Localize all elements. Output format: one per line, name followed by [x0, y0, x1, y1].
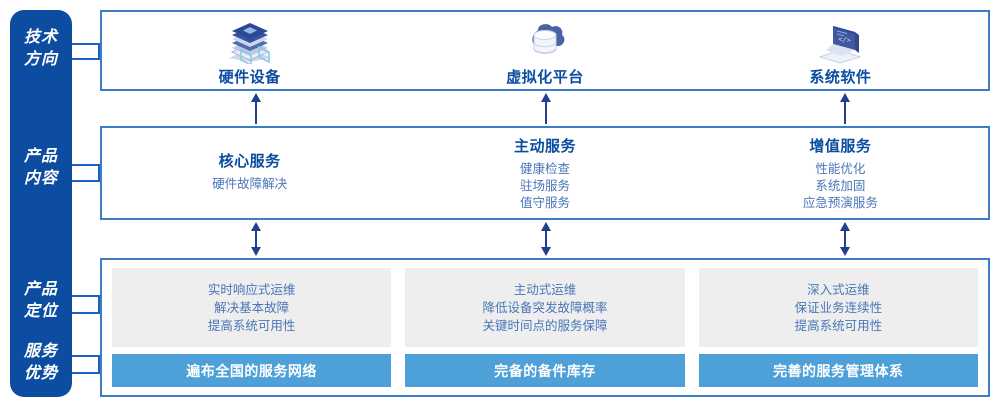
position-card-proactive[interactable]: 主动式运维 降低设备突发故障概率 关键时间点的服务保障 完备的备件库存 — [405, 268, 685, 387]
connector-line-advantage-bottom — [72, 372, 100, 374]
content-item-proactive-2: 值守服务 — [519, 195, 570, 210]
rail-label-product-position: 产品 定位 — [10, 279, 72, 323]
content-title-value-added-service: 增值服务 — [809, 137, 872, 155]
connector-line-position-bottom — [72, 312, 100, 314]
position-line-realtime-2: 提高系统可用性 — [207, 318, 296, 333]
position-line-proactive-0: 主动式运维 — [513, 282, 577, 297]
product-position-panel: 实时响应式运维 解决基本故障 提高系统可用性 遍布全国的服务网络 主动式运维 降… — [100, 258, 990, 397]
advantage-bar-service-network[interactable]: 遍布全国的服务网络 — [112, 354, 392, 387]
content-column-core-service[interactable]: 核心服务 硬件故障解决 — [102, 128, 397, 218]
product-content-panel: 核心服务 硬件故障解决 主动服务 健康检查 驻场服务 值守服务 增值服务 性能优… — [100, 126, 990, 220]
connector-bracket-position — [98, 295, 100, 314]
rail-label-product-content: 产品 内容 — [10, 146, 72, 190]
category-rail — [10, 10, 72, 397]
rail-label-product-content-line2: 内容 — [23, 170, 58, 187]
connector-line-advantage-top — [72, 355, 100, 357]
tech-direction-panel: 硬件设备 虚拟化平台 — [100, 10, 990, 91]
content-item-value-2: 应急预演服务 — [802, 195, 878, 210]
arrow-up-hardware — [251, 93, 261, 124]
rail-label-tech-direction: 技术 方向 — [10, 27, 72, 71]
svg-text:</>: </> — [838, 35, 852, 45]
arrow-bidirectional-core — [251, 222, 261, 256]
position-line-proactive-1: 降低设备突发故障概率 — [482, 300, 608, 315]
connector-line-content-bottom — [72, 180, 100, 182]
tech-column-system-software[interactable]: </> 系统软件 — [693, 12, 988, 89]
position-card-indepth[interactable]: 深入式运维 保证业务连续性 提高系统可用性 完善的服务管理体系 — [698, 268, 978, 387]
connector-line-tech-top — [72, 43, 100, 45]
rail-label-service-advantage-line1: 服务 — [23, 343, 58, 360]
arrow-up-virtualization — [541, 93, 551, 124]
position-line-realtime-1: 解决基本故障 — [214, 300, 290, 315]
rail-label-product-position-line2: 定位 — [23, 303, 58, 320]
rail-label-tech-direction-line2: 方向 — [23, 51, 58, 68]
tech-label-system-software: 系统软件 — [809, 69, 872, 86]
connector-bracket-content — [98, 164, 100, 182]
position-card-realtime[interactable]: 实时响应式运维 解决基本故障 提高系统可用性 遍布全国的服务网络 — [112, 268, 392, 387]
content-title-core-service: 核心服务 — [218, 152, 281, 170]
connector-bracket-advantage — [98, 355, 100, 374]
tech-label-virtualization: 虚拟化平台 — [506, 69, 584, 86]
content-title-proactive-service: 主动服务 — [513, 137, 576, 155]
content-column-value-added-service[interactable]: 增值服务 性能优化 系统加固 应急预演服务 — [693, 128, 988, 218]
position-line-proactive-2: 关键时间点的服务保障 — [482, 318, 608, 333]
content-column-proactive-service[interactable]: 主动服务 健康检查 驻场服务 值守服务 — [397, 128, 692, 218]
position-line-indepth-1: 保证业务连续性 — [794, 300, 883, 315]
content-item-value-0: 性能优化 — [815, 161, 866, 176]
content-item-value-1: 系统加固 — [815, 178, 866, 193]
cloud-database-icon — [518, 16, 572, 64]
rail-label-service-advantage-line2: 优势 — [23, 365, 58, 382]
position-line-indepth-0: 深入式运维 — [807, 282, 870, 297]
arrow-bidirectional-proactive — [541, 222, 551, 256]
advantage-bar-spare-parts[interactable]: 完备的备件库存 — [405, 354, 685, 387]
arrow-bidirectional-value-added — [840, 222, 850, 256]
rail-label-product-position-line1: 产品 — [23, 281, 58, 298]
connector-line-position-top — [72, 295, 100, 297]
position-gray-box-proactive: 主动式运维 降低设备突发故障概率 关键时间点的服务保障 — [405, 268, 685, 347]
position-line-realtime-0: 实时响应式运维 — [207, 282, 296, 297]
rail-label-product-content-line1: 产品 — [23, 148, 58, 165]
rail-label-service-advantage: 服务 优势 — [10, 341, 72, 385]
connector-line-content-top — [72, 164, 100, 166]
connector-bracket-tech — [98, 43, 100, 60]
content-item-proactive-1: 驻场服务 — [519, 178, 570, 193]
tech-column-virtualization[interactable]: 虚拟化平台 — [397, 12, 692, 89]
tech-label-hardware: 硬件设备 — [218, 69, 281, 86]
position-gray-box-indepth: 深入式运维 保证业务连续性 提高系统可用性 — [698, 268, 978, 347]
connector-line-tech-bottom — [72, 58, 100, 60]
position-line-indepth-2: 提高系统可用性 — [794, 318, 883, 333]
arrow-up-system-software — [840, 93, 850, 124]
laptop-code-icon: </> — [813, 16, 867, 64]
content-item-proactive-0: 健康检查 — [519, 161, 570, 176]
rail-label-tech-direction-line1: 技术 — [23, 29, 58, 46]
content-item-core-0: 硬件故障解决 — [212, 176, 288, 191]
position-gray-box-realtime: 实时响应式运维 解决基本故障 提高系统可用性 — [112, 268, 392, 347]
tech-column-hardware[interactable]: 硬件设备 — [102, 12, 397, 89]
server-stack-icon — [223, 16, 277, 64]
advantage-bar-management-system[interactable]: 完善的服务管理体系 — [698, 354, 978, 387]
